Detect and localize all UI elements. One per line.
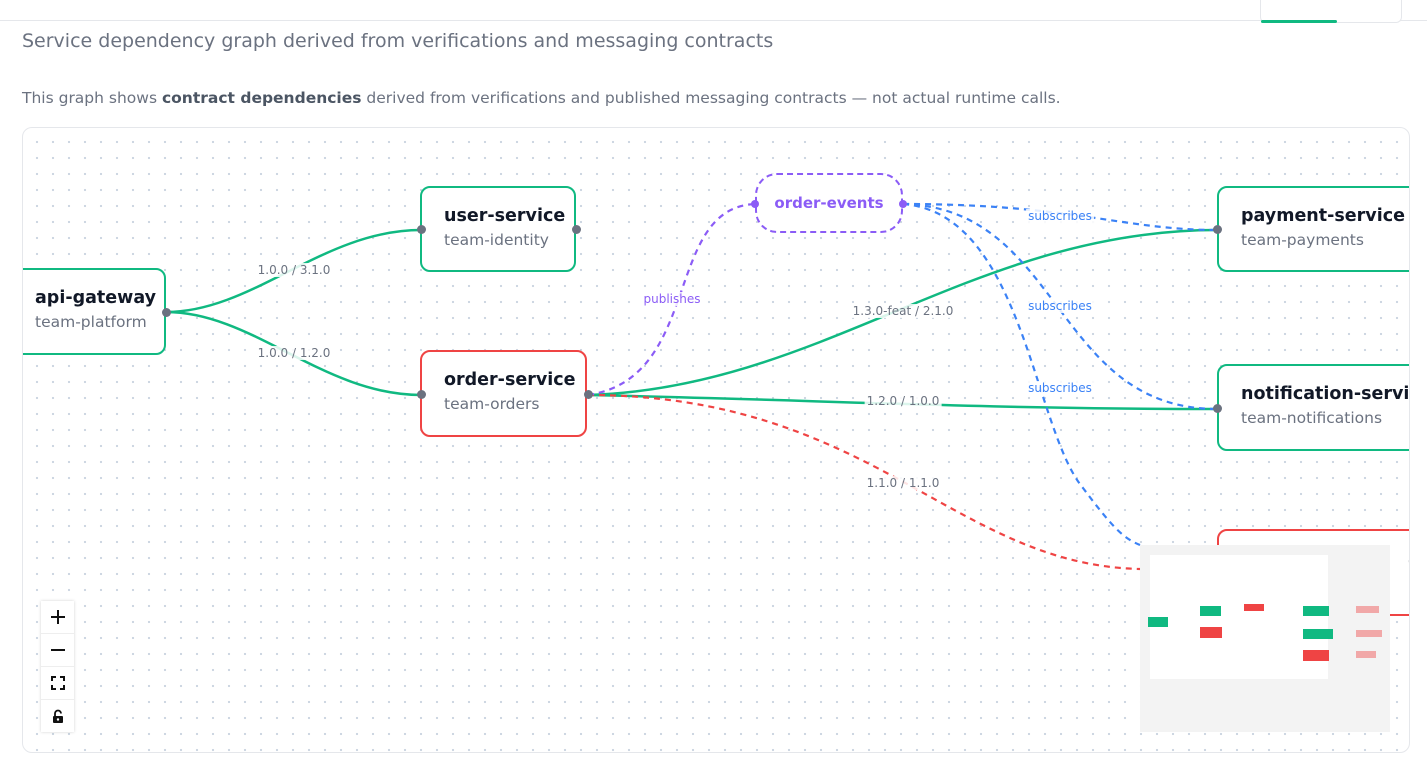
node-name: user-service (444, 206, 566, 226)
page-subtitle: Service dependency graph derived from ve… (22, 30, 774, 52)
node-team: team-notifications (1241, 409, 1383, 427)
fit-view-button[interactable] (41, 667, 74, 700)
edge-label-subscribes-hidden: subscribes (1026, 381, 1094, 395)
edge-events-payment (902, 202, 1218, 232)
node-handle[interactable] (417, 390, 426, 399)
minimap-node-payment-service (1303, 606, 1329, 616)
minimap-viewport[interactable] (1150, 555, 1328, 679)
dependency-graph-canvas[interactable]: 1.0.0 / 3.1.0 1.0.0 / 1.2.0 publishes su… (22, 127, 1410, 753)
service-node-api-gateway[interactable]: api-gateway team-platform (23, 268, 166, 355)
plus-icon (50, 610, 65, 624)
info-suffix: derived from verifications and published… (361, 89, 1061, 107)
minimap-node-user-service (1200, 606, 1221, 616)
node-handle[interactable] (584, 390, 593, 399)
node-name: api-gateway (35, 288, 157, 308)
service-node-user-service[interactable]: user-service team-identity (420, 186, 576, 272)
graph-info-text: This graph shows contract dependencies d… (22, 89, 1061, 107)
minimap-node-notification-service (1303, 629, 1333, 639)
node-name: payment-service (1241, 206, 1405, 226)
edge-label-order-notification: 1.2.0 / 1.0.0 (864, 394, 942, 408)
graph-minimap[interactable] (1140, 545, 1390, 732)
node-name: notification-service (1241, 384, 1410, 404)
node-name-fragment: e (1408, 551, 1409, 571)
edge-label-order-payment: 1.3.0-feat / 2.1.0 (850, 304, 956, 318)
service-node-order-service[interactable]: order-service team-orders (420, 350, 587, 437)
minimap-node-offscreen-3 (1356, 651, 1376, 658)
unlock-icon (52, 709, 63, 723)
minimap-node-order-events (1244, 604, 1264, 611)
node-handle[interactable] (1213, 225, 1222, 234)
node-name: order-service (444, 370, 576, 390)
topic-name: order-events (774, 194, 884, 212)
minimap-node-hidden (1303, 650, 1329, 661)
edge-label-subscribes-notification: subscribes (1026, 299, 1094, 313)
edge-order-hidden (587, 393, 1141, 571)
edge-label-api-order: 1.0.0 / 1.2.0 (255, 346, 333, 360)
edge-label-order-hidden: 1.1.0 / 1.1.0 (864, 476, 942, 490)
active-tab-indicator (1261, 20, 1337, 23)
info-bold: contract dependencies (161, 89, 362, 107)
node-handle[interactable] (572, 225, 581, 234)
zoom-out-button[interactable] (41, 634, 74, 667)
minimap-node-offscreen-1 (1356, 606, 1379, 613)
topic-handle[interactable] (899, 200, 907, 208)
node-team: team-payments (1241, 231, 1364, 249)
node-handle[interactable] (162, 308, 171, 317)
minimap-node-order-service (1200, 627, 1222, 638)
graph-controls (41, 601, 74, 732)
edge-label-subscribes-payment: subscribes (1026, 209, 1094, 223)
toggle-lock-button[interactable] (41, 700, 74, 732)
edge-label-api-user: 1.0.0 / 3.1.0 (255, 263, 333, 277)
fit-view-icon (50, 676, 65, 690)
topic-handle[interactable] (751, 200, 759, 208)
view-tab-group[interactable] (1260, 0, 1402, 23)
zoom-in-button[interactable] (41, 601, 74, 634)
edge-label-publishes: publishes (641, 292, 703, 306)
service-node-payment-service[interactable]: payment-service team-payments (1217, 186, 1409, 272)
info-prefix: This graph shows (22, 89, 162, 107)
node-team: team-identity (444, 231, 549, 249)
node-handle[interactable] (417, 225, 426, 234)
minus-icon (50, 649, 65, 651)
message-topic-order-events[interactable]: order-events (755, 173, 903, 233)
minimap-node-api-gateway (1148, 617, 1168, 627)
edge-events-notification (902, 202, 1218, 411)
header-divider (0, 20, 1427, 21)
minimap-node-offscreen-2 (1356, 630, 1382, 637)
node-team: team-platform (35, 313, 147, 331)
service-node-notification-service[interactable]: notification-service team-notifications (1217, 364, 1410, 451)
node-handle[interactable] (1213, 404, 1222, 413)
edge-events-hidden (902, 202, 1141, 547)
node-team: team-orders (444, 395, 540, 413)
